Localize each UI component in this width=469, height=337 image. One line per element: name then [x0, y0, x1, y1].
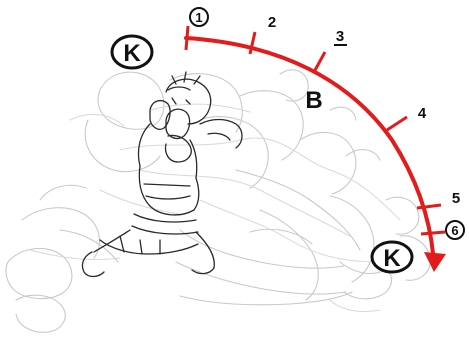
- arc-curve: [184, 36, 436, 268]
- keyframe-start-label: K: [123, 40, 141, 67]
- frame-number-6: 6: [451, 223, 458, 238]
- frame-number-5: 5: [452, 190, 460, 207]
- keyframe-start-circle: [110, 34, 154, 70]
- tick-1: [184, 25, 190, 51]
- frame-number-2: 2: [268, 14, 276, 31]
- breakdown-label: B: [305, 87, 322, 114]
- arc-arrowhead: [424, 252, 446, 272]
- tick-5: [416, 203, 442, 210]
- inbetween-sketch-ghosts: [5, 69, 431, 333]
- frame-number-4: 4: [418, 105, 427, 122]
- tick-2: [248, 31, 257, 55]
- frame-6-circle: [445, 220, 465, 240]
- keyframe-end-marker: K: [370, 240, 414, 274]
- keyframe-start-marker: K: [110, 34, 154, 70]
- tick-3: [312, 51, 327, 73]
- motion-arc: [184, 25, 446, 272]
- keyframe-end-circle: [370, 240, 414, 274]
- frame-number-3: 3: [336, 28, 344, 45]
- frame-numbers: 1 2 3 4 5 6: [189, 7, 465, 240]
- key-pose-character: [81, 71, 243, 278]
- keyframe-end-label: K: [383, 245, 401, 272]
- tick-4: [386, 115, 408, 132]
- frame-1-circle: [189, 7, 209, 27]
- frame-number-1: 1: [195, 10, 202, 25]
- tick-6: [420, 230, 446, 236]
